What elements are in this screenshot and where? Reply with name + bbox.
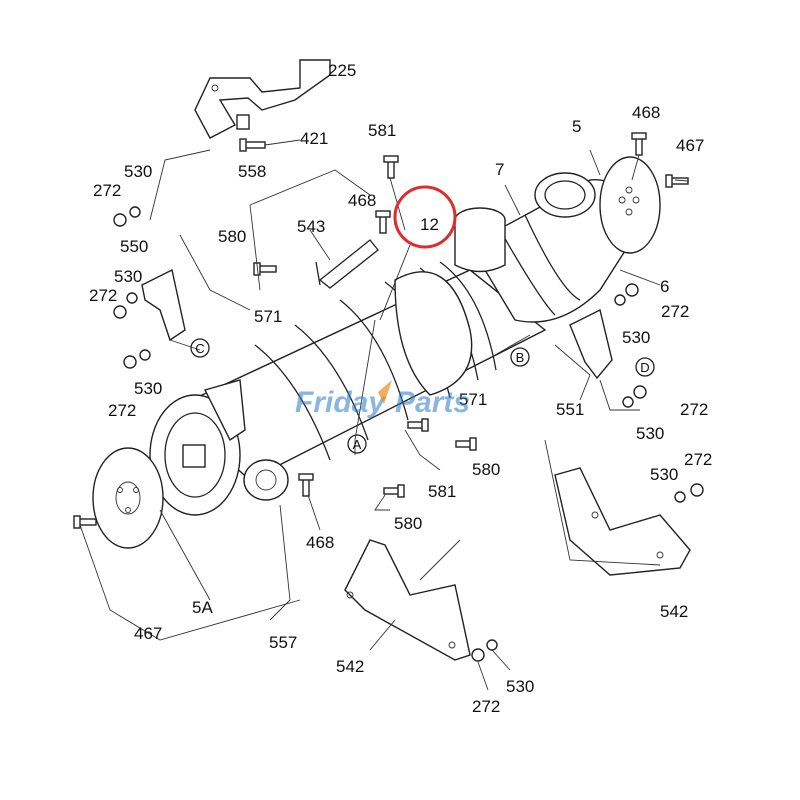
label-571-b: 571 bbox=[459, 390, 487, 409]
end-plate-5A bbox=[92, 447, 164, 549]
label-6: 6 bbox=[660, 277, 669, 296]
label-580-b: 580 bbox=[472, 460, 500, 479]
part-labels: 225 421 581 468 467 5 7 530 272 558 468 … bbox=[89, 61, 712, 716]
label-530-g: 530 bbox=[506, 677, 534, 696]
label-557: 557 bbox=[269, 633, 297, 652]
label-543: 543 bbox=[297, 217, 325, 236]
label-5A: 5A bbox=[192, 598, 213, 617]
ref-marker-D-label: D bbox=[640, 360, 649, 375]
dpf-cylinder bbox=[149, 261, 547, 516]
ref-marker-B: B bbox=[510, 347, 530, 367]
ref-marker-C-label: C bbox=[195, 341, 204, 356]
label-542-left: 542 bbox=[336, 657, 364, 676]
label-272-a: 272 bbox=[93, 181, 121, 200]
label-467-right: 467 bbox=[676, 136, 704, 155]
label-7: 7 bbox=[495, 160, 504, 179]
label-12: 12 bbox=[420, 215, 439, 234]
label-272-b: 272 bbox=[89, 286, 117, 305]
ref-marker-A-label: A bbox=[353, 437, 362, 452]
watermark-part1: Friday bbox=[295, 386, 386, 419]
watermark-bolt-icon bbox=[378, 380, 392, 404]
highlight-part-12: 12 bbox=[379, 185, 457, 321]
label-551: 551 bbox=[556, 400, 584, 419]
label-468-top: 468 bbox=[632, 103, 660, 122]
bracket-551 bbox=[569, 308, 613, 380]
label-530-e: 530 bbox=[636, 424, 664, 443]
label-580-c: 580 bbox=[394, 514, 422, 533]
watermark-part2: Parts bbox=[395, 386, 470, 419]
ref-marker-A: A bbox=[347, 434, 367, 454]
label-571-a: 571 bbox=[254, 307, 282, 326]
label-272-d: 272 bbox=[108, 401, 136, 420]
top-bracket bbox=[194, 59, 331, 139]
label-558: 558 bbox=[238, 162, 266, 181]
label-530-a: 530 bbox=[124, 162, 152, 181]
label-467-bottom: 467 bbox=[134, 624, 162, 643]
support-bracket-542-right bbox=[554, 467, 691, 576]
label-530-c: 530 bbox=[622, 328, 650, 347]
label-272-e: 272 bbox=[680, 400, 708, 419]
label-542-right: 542 bbox=[660, 602, 688, 621]
label-272-g: 272 bbox=[472, 697, 500, 716]
label-581-top: 581 bbox=[368, 121, 396, 140]
label-550: 550 bbox=[120, 237, 148, 256]
highlight-circle bbox=[393, 185, 457, 249]
ref-marker-D: D bbox=[635, 357, 655, 377]
support-bracket-542-left bbox=[344, 539, 471, 661]
leader-lines bbox=[79, 139, 689, 691]
label-468-mid: 468 bbox=[348, 191, 376, 210]
label-5: 5 bbox=[572, 117, 581, 136]
outlet-pipe bbox=[454, 156, 661, 323]
label-580-a: 580 bbox=[218, 227, 246, 246]
ref-marker-B-label: B bbox=[516, 350, 525, 365]
label-468-bottom: 468 bbox=[306, 533, 334, 552]
ref-marker-C: C bbox=[190, 338, 210, 358]
label-272-c: 272 bbox=[661, 302, 689, 321]
label-272-f: 272 bbox=[684, 450, 712, 469]
label-225: 225 bbox=[328, 61, 356, 80]
label-581-bottom: 581 bbox=[428, 482, 456, 501]
handle-543 bbox=[315, 239, 379, 289]
bracket-550 bbox=[141, 268, 186, 342]
label-530-b: 530 bbox=[114, 267, 142, 286]
watermark: Friday Parts bbox=[295, 380, 470, 419]
label-530-f: 530 bbox=[650, 465, 678, 484]
label-530-d: 530 bbox=[134, 379, 162, 398]
label-421: 421 bbox=[300, 129, 328, 148]
